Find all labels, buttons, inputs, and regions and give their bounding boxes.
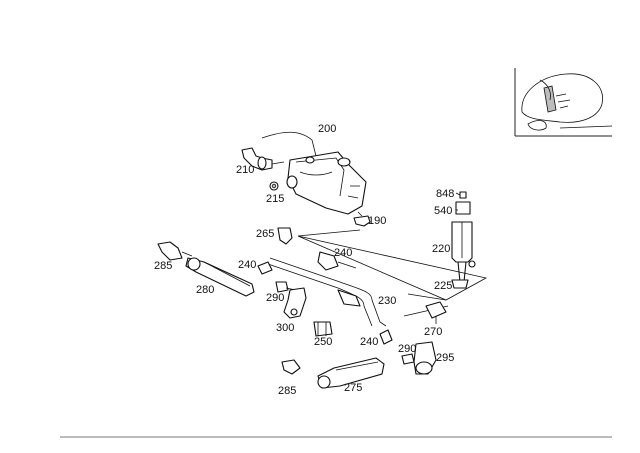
spray-nozzle-left[interactable] — [157, 241, 193, 261]
callout-270[interactable]: 270 — [424, 326, 442, 338]
connector-265[interactable] — [277, 227, 293, 245]
spray-nozzle-lower[interactable] — [281, 359, 301, 375]
assembly-boundary — [297, 235, 488, 301]
check-valve-upper[interactable] — [317, 251, 357, 271]
grommet[interactable] — [269, 181, 279, 191]
callout-240-middle[interactable]: 240 — [238, 259, 256, 271]
callout-230[interactable]: 230 — [378, 295, 396, 307]
bracket-295[interactable] — [413, 341, 437, 375]
bracket-270[interactable] — [403, 301, 449, 324]
callout-540[interactable]: 540 — [434, 205, 452, 217]
callout-295[interactable]: 295 — [436, 352, 454, 364]
bolt-upper[interactable] — [275, 281, 297, 293]
bolt-lower[interactable] — [401, 353, 415, 365]
callout-290-upper[interactable]: 290 — [266, 292, 284, 304]
callout-240-upper[interactable]: 240 — [334, 247, 352, 259]
callout-225[interactable]: 225 — [434, 280, 452, 292]
filler-cap[interactable] — [353, 211, 371, 227]
callout-265[interactable]: 265 — [256, 228, 274, 240]
callout-215[interactable]: 215 — [266, 193, 284, 205]
callout-275[interactable]: 275 — [344, 382, 362, 394]
callout-250[interactable]: 250 — [314, 336, 332, 348]
callout-210[interactable]: 210 — [236, 164, 254, 176]
callout-280[interactable]: 280 — [196, 284, 214, 296]
callout-290-lower[interactable]: 290 — [398, 343, 416, 355]
locator-inset — [514, 68, 613, 137]
callout-240-lower[interactable]: 240 — [360, 336, 378, 348]
check-valve-lower[interactable] — [379, 329, 393, 345]
callout-285-lower[interactable]: 285 — [278, 385, 296, 397]
callout-300[interactable]: 300 — [276, 322, 294, 334]
clip-250[interactable] — [313, 321, 333, 337]
callout-220[interactable]: 220 — [432, 243, 450, 255]
bracket-300[interactable] — [283, 287, 307, 319]
callout-285-left[interactable]: 285 — [154, 260, 172, 272]
check-valve-middle[interactable] — [257, 261, 273, 275]
callout-848[interactable]: 848 — [436, 188, 454, 200]
callout-190[interactable]: 190 — [368, 215, 386, 227]
pressure-cylinder[interactable] — [451, 191, 476, 289]
washer-pump[interactable] — [241, 147, 285, 171]
hose-230[interactable] — [267, 257, 387, 327]
telescopic-cylinder-275[interactable] — [317, 357, 385, 389]
telescopic-cylinder-280[interactable] — [185, 257, 255, 297]
washer-reservoir[interactable] — [261, 131, 367, 215]
callout-200[interactable]: 200 — [318, 123, 336, 135]
